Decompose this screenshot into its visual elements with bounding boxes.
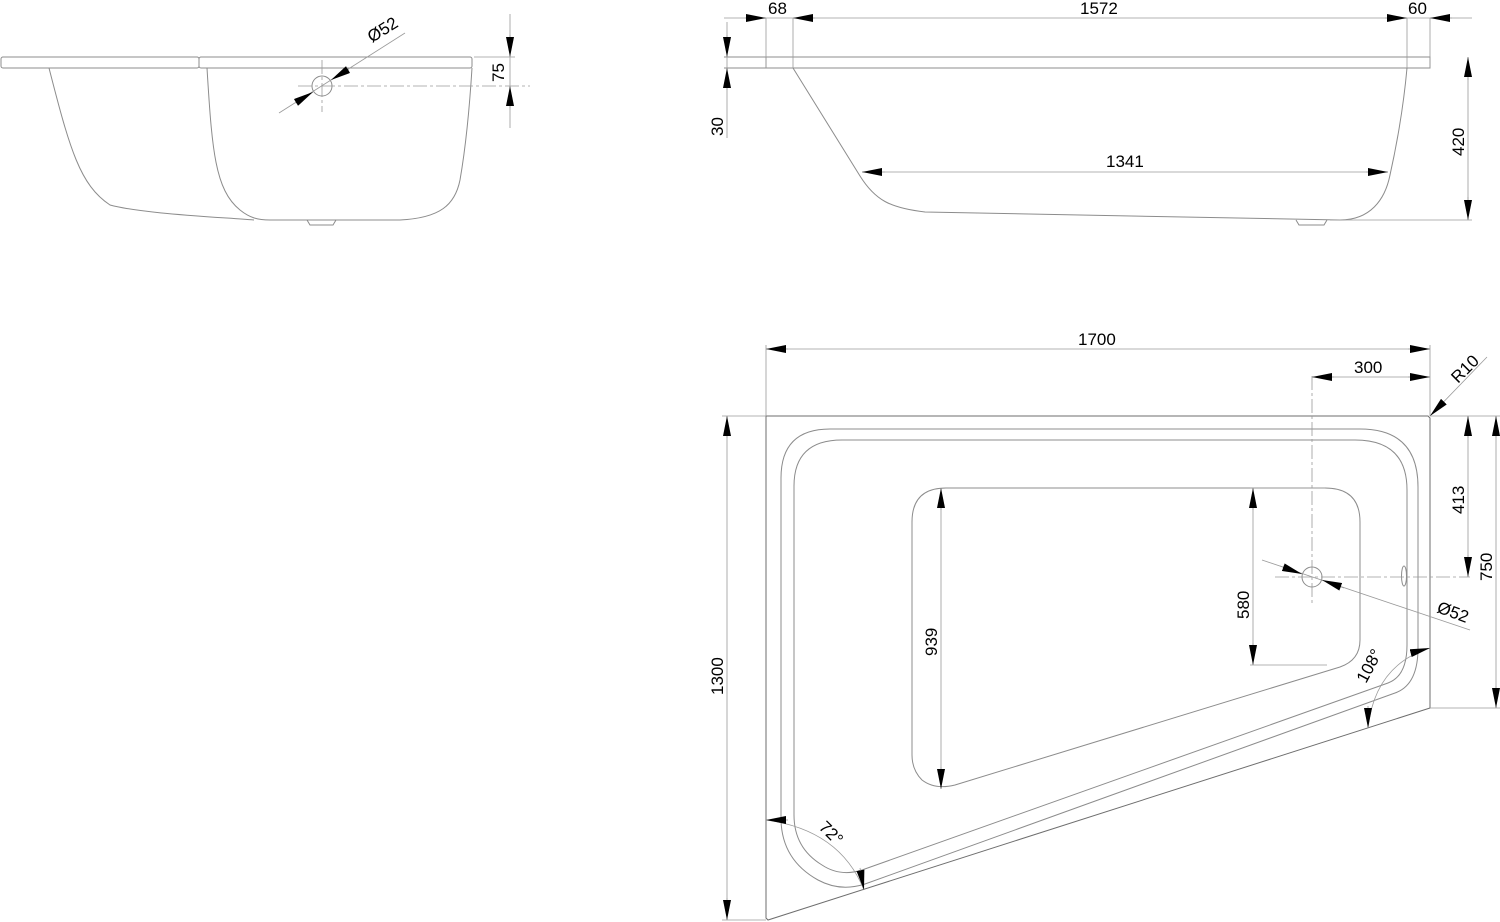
label-drain-diameter: Ø52 xyxy=(364,13,401,46)
rim-right xyxy=(198,56,473,69)
diameter-arrow-1 xyxy=(293,91,314,106)
drain-foot xyxy=(306,219,337,226)
label-top-length: 1572 xyxy=(1080,0,1118,18)
basin-floor xyxy=(911,487,1361,788)
rim xyxy=(765,56,1431,69)
arrow-108-a xyxy=(1409,647,1431,658)
arrow-72-b xyxy=(856,867,865,891)
drain-foot xyxy=(1295,219,1328,226)
label-inner-right-depth: 580 xyxy=(1234,591,1253,619)
radius-leader xyxy=(1429,356,1488,417)
label-drain-diameter: Ø52 xyxy=(1435,598,1472,627)
outer-outline xyxy=(765,415,1431,921)
label-inner-depth: 939 xyxy=(922,628,941,656)
label-height: 420 xyxy=(1449,128,1468,156)
side-view-long: 68 1572 60 30 420 1341 xyxy=(708,0,1472,226)
label-right-side-width: 750 xyxy=(1477,553,1496,581)
diameter-arrow-2 xyxy=(330,66,351,81)
plan-view: Ø52 1700 300 R10 1300 413 750 939 xyxy=(708,330,1500,921)
label-angle-acute: 72° xyxy=(815,817,847,849)
label-rim-right: 60 xyxy=(1408,0,1427,18)
tub-outer-profile xyxy=(48,67,255,221)
tub-inner-profile xyxy=(206,67,473,221)
label-total-width: 1300 xyxy=(708,657,727,695)
label-bottom-length: 1341 xyxy=(1106,152,1144,171)
rim-outer-edge xyxy=(780,428,1419,888)
drain-arrow-1 xyxy=(1279,563,1303,575)
rim-left xyxy=(0,56,200,69)
drain-arrow-2 xyxy=(1321,579,1345,591)
label-drain-height: 75 xyxy=(489,63,508,82)
rim-inner-edge xyxy=(793,439,1408,874)
label-drain-offset-x: 300 xyxy=(1354,358,1382,377)
label-corner-radius: R10 xyxy=(1447,351,1482,386)
side-view-short: Ø52 75 xyxy=(0,13,530,226)
overflow-slot xyxy=(1401,565,1407,587)
label-total-length: 1700 xyxy=(1078,330,1116,349)
label-rim-left: 68 xyxy=(768,0,787,18)
label-rim-thickness: 30 xyxy=(708,117,727,136)
label-drain-offset-y: 413 xyxy=(1449,486,1468,514)
tub-body-profile xyxy=(792,67,1408,221)
